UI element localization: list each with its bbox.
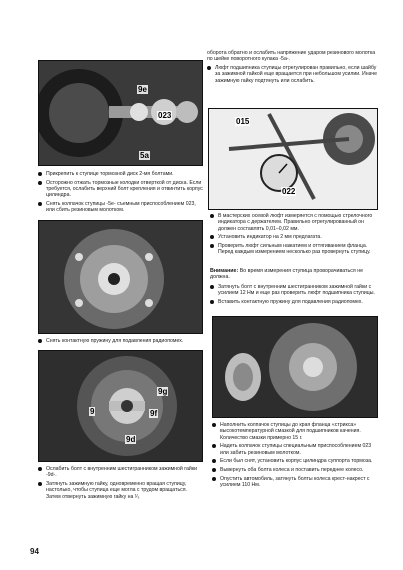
photo-clamping-nut: 9g 9 9d 9f	[38, 350, 203, 462]
right-bullets-2b: Затянуть болт с внутренним шестиграннико…	[210, 284, 376, 308]
caption-spring: Снять контактную пружину для подавления …	[38, 338, 203, 344]
bullet-icon	[212, 444, 216, 449]
bullet-icon	[212, 476, 216, 481]
list-item: Надеть колпачок ступицы специальным прис…	[212, 443, 378, 456]
label-9f: 9f	[149, 409, 159, 418]
bullet-icon	[210, 243, 214, 248]
photo-hub-cap	[212, 316, 378, 418]
photo-hub-puller: 9e 023 5a	[38, 60, 203, 166]
right-bullets-4: Наполнить колпачок ступицы до края фланц…	[212, 422, 378, 491]
bullet-icon	[38, 481, 42, 486]
list-item: Проверить люфт сильным нажатием и оттяги…	[210, 243, 376, 256]
bullet-icon	[210, 285, 214, 289]
bullet-icon	[210, 214, 214, 218]
page-number: 94	[30, 547, 39, 556]
list-item: Люфт подшипника ступицы отрегулирован пр…	[207, 65, 377, 84]
note-text: Во время измерения ступица проворачивать…	[210, 268, 364, 281]
left-bullets-1: Прикрепить к ступице тормозной диск 2-мя…	[38, 171, 203, 216]
list-item: Прикрепить к ступице тормозной диск 2-мя…	[38, 171, 203, 177]
list-item: Вывернуть оба болта колеса и поставить п…	[212, 467, 378, 473]
label-9: 9	[89, 407, 96, 416]
right-intro-bullets: оборота обратно и ослабить напряжение уд…	[207, 50, 377, 86]
list-item: Опустить автомобиль, затянуть болты коле…	[212, 476, 378, 489]
bullet-icon	[212, 423, 216, 427]
photo-dial-indicator: 015 022	[208, 108, 378, 210]
list-item: Затянуть болт с внутренним шестиграннико…	[210, 284, 376, 297]
list-item: оборота обратно и ослабить напряжение уд…	[207, 50, 376, 63]
list-item: Ослабить болт с внутренним шестиграннико…	[38, 466, 203, 479]
left-bullets-3: Ослабить болт с внутренним шестиграннико…	[38, 466, 203, 502]
list-item: Вставить контактную пружину для подавлен…	[210, 299, 376, 305]
photo-hub-spring	[38, 220, 203, 334]
list-item: Если был снят, установить корпус цилиндр…	[212, 458, 378, 464]
bullet-icon	[212, 459, 216, 464]
label-023: 023	[157, 111, 173, 120]
bullet-icon	[38, 338, 42, 343]
attention-note: Внимание: Во время измерения ступица про…	[210, 268, 376, 281]
list-item: В мастерских осевой люфт измеряется с по…	[210, 213, 376, 232]
bullet-icon	[38, 467, 42, 471]
list-item: Затянуть зажимную гайку, одновременно вр…	[38, 481, 203, 500]
list-item: Установить индикатор на 2 мм предлагата.	[210, 234, 376, 240]
bullet-icon	[38, 180, 42, 185]
label-5a: 5a	[139, 151, 150, 160]
label-9g: 9g	[157, 387, 169, 396]
label-9e: 9e	[137, 85, 148, 94]
bullet-icon	[38, 201, 42, 206]
list-item: Снять колпачок ступицы -5е- съемным прис…	[38, 201, 203, 214]
bullet-icon	[38, 172, 42, 176]
bullet-icon	[210, 299, 214, 304]
label-9d: 9d	[125, 435, 137, 444]
right-bullets-2: В мастерских осевой люфт измеряется с по…	[210, 213, 376, 258]
list-item: Наполнить колпачок ступицы до края фланц…	[212, 422, 378, 441]
bullet-icon	[212, 467, 216, 472]
label-015: 015	[235, 117, 251, 126]
note-prefix: Внимание:	[210, 268, 239, 274]
bullet-icon	[207, 65, 211, 70]
bullet-icon	[210, 235, 214, 240]
label-022: 022	[281, 187, 297, 196]
list-item: Осторожно отжать тормозные колодки отвер…	[38, 180, 203, 199]
